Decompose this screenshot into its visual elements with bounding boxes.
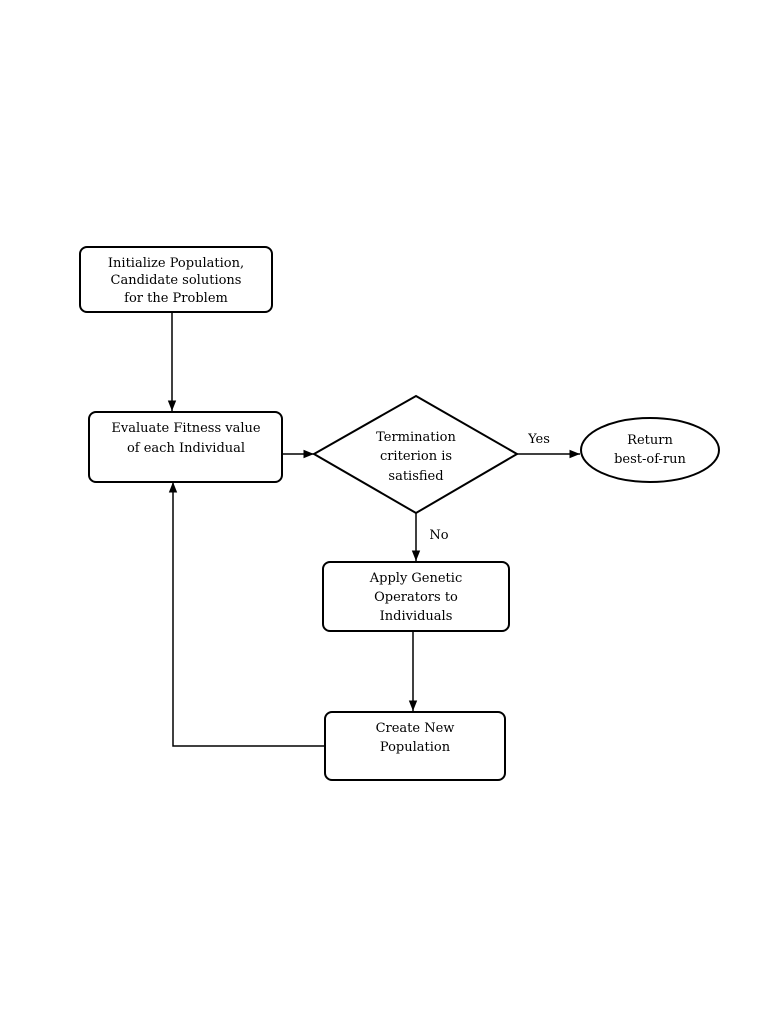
node-evaluate-fitness-line-2: of each Individual xyxy=(127,441,245,456)
node-apply-line-3: Individuals xyxy=(380,609,453,624)
edge-label-yes: Yes xyxy=(527,432,550,447)
node-return-line-2: best-of-run xyxy=(614,452,686,467)
node-apply-line-2: Operators to xyxy=(374,590,458,605)
node-termination-line-2: criterion is xyxy=(380,449,452,464)
node-initialize-population-line-2: Candidate solutions xyxy=(111,273,242,288)
node-create-line-2: Population xyxy=(380,740,451,755)
node-termination-line-3: satisfied xyxy=(388,469,443,484)
edge-label-no: No xyxy=(429,528,448,543)
node-initialize-population: Initialize Population, Candidate solutio… xyxy=(79,246,273,313)
node-initialize-population-line-3: for the Problem xyxy=(124,291,228,306)
node-termination-line-1: Termination xyxy=(376,430,456,445)
node-initialize-population-line-1: Initialize Population, xyxy=(108,256,244,271)
node-apply-line-1: Apply Genetic xyxy=(369,571,462,586)
node-termination-decision: Termination criterion is satisfied xyxy=(311,394,519,515)
node-evaluate-fitness-line-1: Evaluate Fitness value xyxy=(111,421,260,436)
edge-create-to-evaluate xyxy=(168,482,325,747)
node-create-new-population: Create New Population xyxy=(324,711,506,781)
node-create-line-1: Create New xyxy=(376,721,455,736)
node-evaluate-fitness: Evaluate Fitness value of each Individua… xyxy=(88,411,283,483)
node-return-best-of-run: Return best-of-run xyxy=(580,417,720,483)
node-apply-genetic-operators: Apply Genetic Operators to Individuals xyxy=(322,561,510,632)
node-return-line-1: Return xyxy=(627,433,673,448)
